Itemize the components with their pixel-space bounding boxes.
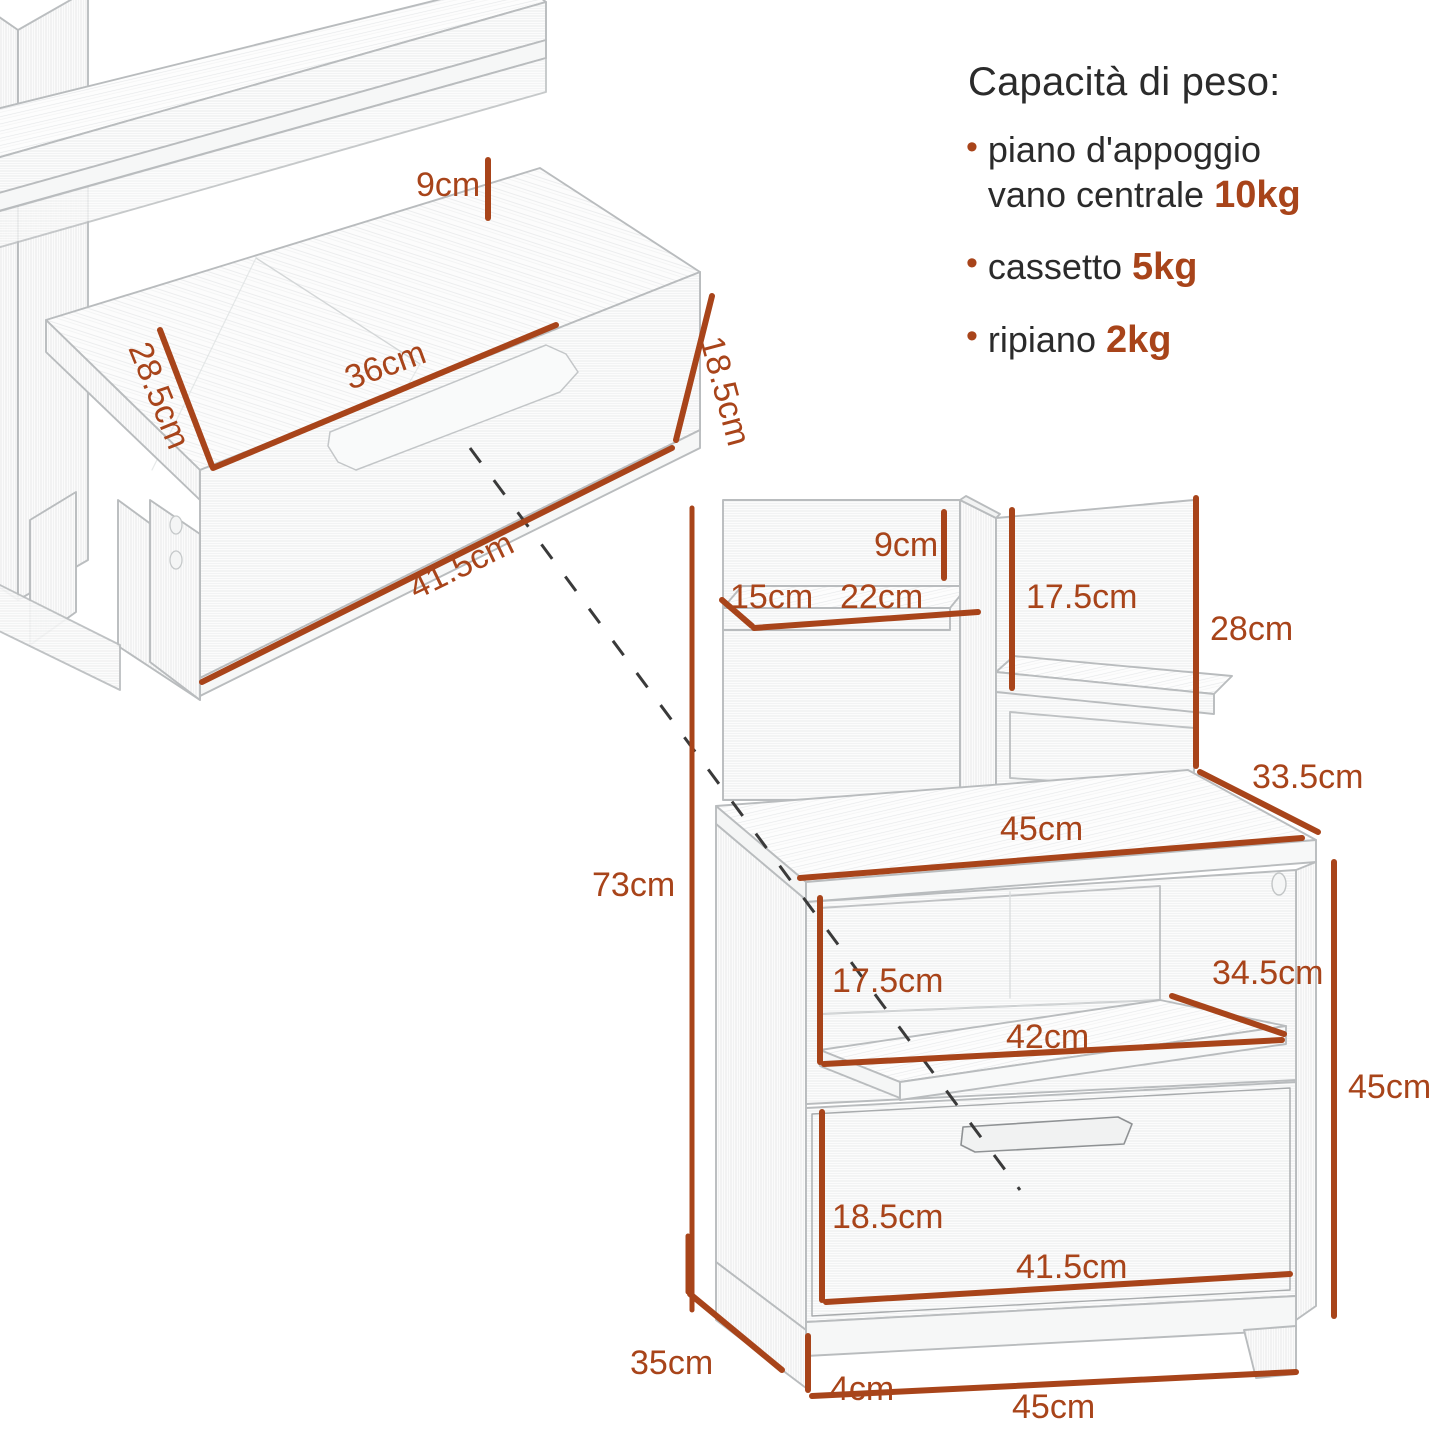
label-45cm-base: 45cm — [1012, 1388, 1095, 1426]
capacity-item-shelf-top: • piano d'appoggio vano centrale 10kg — [966, 128, 1426, 218]
dim-line-22cm — [751, 609, 981, 631]
label-28_5cm: 28.5cm — [121, 337, 198, 455]
label-36cm: 36cm — [340, 333, 431, 397]
capacity-label-line2: vano centrale — [987, 173, 1205, 215]
label-45cm-height: 45cm — [1348, 1068, 1431, 1106]
capacity-value: 5kg — [1132, 246, 1198, 289]
capacity-item-text: ripiano 2kg — [988, 317, 1172, 363]
label-22cm: 22cm — [840, 578, 923, 616]
capacity-title: Capacità di peso: — [968, 60, 1281, 104]
label-9cm-drawer: 9cm — [416, 166, 480, 204]
bullet-icon: • — [966, 316, 978, 355]
label-41_5cm-drawer: 41.5cm — [1016, 1248, 1128, 1286]
dim-line-45cm-top — [797, 835, 1305, 881]
label-41_5cm: 41.5cm — [403, 524, 520, 607]
capacity-item-shelf: • ripiano 2kg — [966, 317, 1426, 363]
capacity-value: 2kg — [1106, 318, 1172, 361]
label-18_5cm-drawer: 18.5cm — [832, 1198, 944, 1236]
label-17_5cm-shelf: 17.5cm — [832, 962, 944, 1000]
dim-line-33_5cm — [1197, 769, 1321, 835]
label-18_5cm-side: 18.5cm — [692, 332, 758, 450]
dim-line-36cm — [210, 322, 559, 471]
bullet-icon: • — [966, 128, 978, 166]
bullet-icon: • — [966, 244, 978, 283]
label-4cm: 4cm — [830, 1370, 894, 1408]
capacity-label-line1: cassetto — [987, 246, 1122, 288]
label-35cm: 35cm — [630, 1344, 713, 1382]
dim-line-45cm-base — [809, 1369, 1299, 1399]
label-28cm: 28cm — [1210, 610, 1293, 648]
dim-line-28_5cm — [157, 327, 215, 469]
capacity-label-line1: ripiano — [987, 318, 1096, 360]
label-17_5cm-hutch: 17.5cm — [1026, 578, 1138, 616]
label-33_5cm: 33.5cm — [1252, 758, 1364, 796]
dim-line-34_5cm — [1169, 993, 1287, 1037]
dim-line-41_5cm — [199, 445, 675, 685]
label-15cm: 15cm — [730, 578, 813, 616]
capacity-label-line2-wrap: vano centrale 10kg — [988, 172, 1301, 218]
capacity-list: • piano d'appoggio vano centrale 10kg • … — [966, 128, 1426, 363]
dim-line-41_5cm-drawer — [823, 1271, 1293, 1305]
label-9cm-hutch: 9cm — [874, 526, 938, 564]
label-73cm: 73cm — [592, 866, 675, 904]
capacity-item-text: cassetto 5kg — [988, 244, 1198, 290]
dim-line-18_5cm-side — [673, 293, 715, 443]
dim-line-35cm — [687, 1291, 785, 1373]
weight-capacity-block: Capacità di peso: • piano d'appoggio van… — [966, 60, 1426, 389]
label-42cm: 42cm — [1006, 1018, 1089, 1056]
capacity-label-line1: piano d'appoggio — [987, 129, 1262, 170]
label-45cm-top: 45cm — [1000, 810, 1083, 848]
dim-line-15cm — [719, 597, 755, 629]
capacity-item-text: piano d'appoggio vano centrale 10kg — [988, 128, 1301, 218]
capacity-item-drawer: • cassetto 5kg — [966, 244, 1426, 290]
label-34_5cm: 34.5cm — [1212, 954, 1324, 992]
dim-line-42cm — [821, 1037, 1285, 1067]
capacity-value: 10kg — [1214, 173, 1301, 216]
